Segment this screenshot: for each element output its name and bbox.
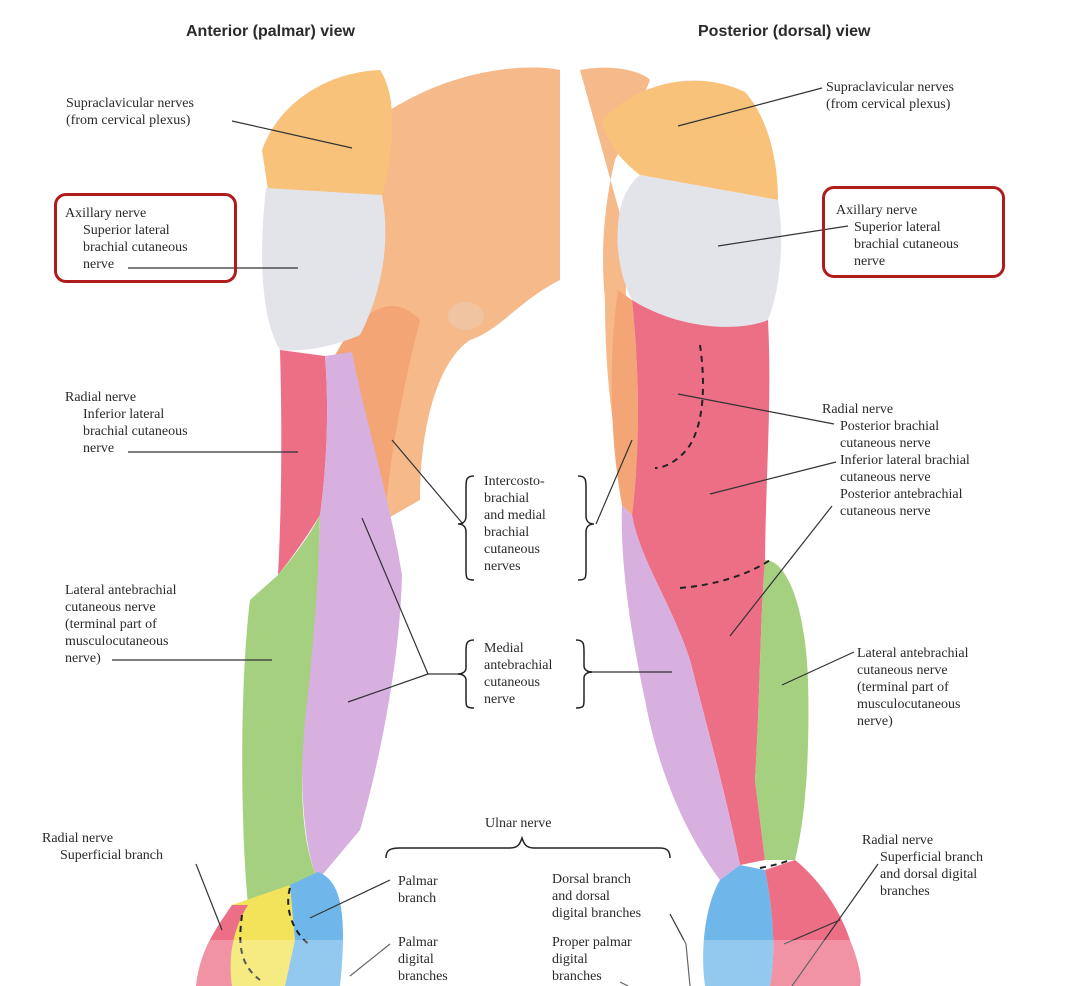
label-posterior-radial: Radial nerve Posterior brachial cutaneou… — [822, 401, 970, 520]
text-line: branches — [552, 968, 632, 985]
text-line: Palmar — [398, 934, 448, 951]
text-line: Axillary nerve — [836, 202, 959, 219]
label-anterior-radial-superficial: Radial nerve Superficial branch — [42, 830, 163, 864]
text-line: musculocutaneous — [65, 633, 177, 650]
text-line: (terminal part of — [857, 679, 969, 696]
label-anterior-lateral-antebrachial: Lateral antebrachial cutaneous nerve (te… — [65, 582, 177, 667]
text-line: nerve) — [65, 650, 177, 667]
brace-ulnar — [386, 838, 670, 858]
text-line: (terminal part of — [65, 616, 177, 633]
text-line: cutaneous — [484, 541, 546, 558]
text-line: antebrachial — [484, 657, 552, 674]
text-line: digital — [398, 951, 448, 968]
label-posterior-radial-superficial: Radial nerve Superficial branch and dors… — [862, 832, 983, 900]
label-palmar-branch: Palmar branch — [398, 873, 438, 907]
text-line: nerve — [65, 256, 188, 273]
text-line: Radial nerve — [42, 830, 163, 847]
text-line: branches — [862, 883, 983, 900]
text-line: cutaneous nerve — [822, 435, 970, 452]
nipple-mark — [448, 302, 484, 330]
text-line: Proper palmar — [552, 934, 632, 951]
posterior-intercosto-region — [612, 290, 638, 515]
text-line: cutaneous nerve — [65, 599, 177, 616]
brace-medial-left — [458, 640, 474, 708]
text-line: Intercosto- — [484, 473, 546, 490]
label-palmar-digital-branches: Palmar digital branches — [398, 934, 448, 985]
posterior-lateral-region — [755, 560, 808, 860]
text-line: digital — [552, 951, 632, 968]
text-line: brachial cutaneous — [836, 236, 959, 253]
text-line: Dorsal branch — [552, 871, 641, 888]
text-line: Inferior lateral — [65, 406, 188, 423]
text-line: and dorsal — [552, 888, 641, 905]
text-line: nerve — [484, 691, 552, 708]
label-ulnar-nerve: Ulnar nerve — [485, 815, 551, 832]
text-line: Supraclavicular nerves — [66, 95, 194, 112]
text-line: nerve — [65, 440, 188, 457]
text-line: Superficial branch — [42, 847, 163, 864]
bottom-fade — [0, 940, 1068, 986]
label-posterior-lateral-antebrachial: Lateral antebrachial cutaneous nerve (te… — [857, 645, 969, 730]
label-anterior-radial: Radial nerve Inferior lateral brachial c… — [65, 389, 188, 457]
text-line: Medial — [484, 640, 552, 657]
label-proper-palmar-digital: Proper palmar digital branches — [552, 934, 632, 985]
text-line: brachial cutaneous — [65, 239, 188, 256]
text-line: and dorsal digital — [862, 866, 983, 883]
text-line: Superior lateral — [65, 222, 188, 239]
text-line: nerve) — [857, 713, 969, 730]
text-line: Palmar — [398, 873, 438, 890]
label-anterior-supraclavicular: Supraclavicular nerves (from cervical pl… — [66, 95, 194, 129]
label-dorsal-branch: Dorsal branch and dorsal digital branche… — [552, 871, 641, 922]
posterior-view-title: Posterior (dorsal) view — [698, 23, 871, 41]
text-line: brachial — [484, 490, 546, 507]
text-line: Radial nerve — [822, 401, 970, 418]
text-line: brachial cutaneous — [65, 423, 188, 440]
text-line: Radial nerve — [65, 389, 188, 406]
text-line: nerves — [484, 558, 546, 575]
label-medial-antebrachial: Medial antebrachial cutaneous nerve — [484, 640, 552, 708]
text-line: cutaneous nerve — [857, 662, 969, 679]
text-line: cutaneous — [484, 674, 552, 691]
brace-medial-right — [576, 640, 592, 708]
anterior-view-title: Anterior (palmar) view — [186, 23, 355, 41]
label-anterior-axillary: Axillary nerve Superior lateral brachial… — [65, 205, 188, 273]
text-line: cutaneous nerve — [822, 469, 970, 486]
text-line: digital branches — [552, 905, 641, 922]
brace-intercosto-right — [578, 476, 594, 580]
text-line: Supraclavicular nerves — [826, 79, 954, 96]
text-line: musculocutaneous — [857, 696, 969, 713]
text-line: branch — [398, 890, 438, 907]
text-line: Superficial branch — [862, 849, 983, 866]
text-line: Axillary nerve — [65, 205, 188, 222]
text-line: nerve — [836, 253, 959, 270]
text-line: and medial — [484, 507, 546, 524]
text-line: Posterior brachial — [822, 418, 970, 435]
text-line: (from cervical plexus) — [66, 112, 194, 129]
label-intercostobrachial: Intercosto- brachial and medial brachial… — [484, 473, 546, 575]
text-line: Superior lateral — [836, 219, 959, 236]
text-line: brachial — [484, 524, 546, 541]
text-line: cutaneous nerve — [822, 503, 970, 520]
brace-intercosto-left — [458, 476, 474, 580]
text-line: Posterior antebrachial — [822, 486, 970, 503]
label-posterior-axillary: Axillary nerve Superior lateral brachial… — [836, 202, 959, 270]
text-line: Lateral antebrachial — [65, 582, 177, 599]
text-line: Radial nerve — [862, 832, 983, 849]
text-line: branches — [398, 968, 448, 985]
text-line: Inferior lateral brachial — [822, 452, 970, 469]
label-posterior-supraclavicular: Supraclavicular nerves (from cervical pl… — [826, 79, 954, 113]
text-line: (from cervical plexus) — [826, 96, 954, 113]
text-line: Lateral antebrachial — [857, 645, 969, 662]
